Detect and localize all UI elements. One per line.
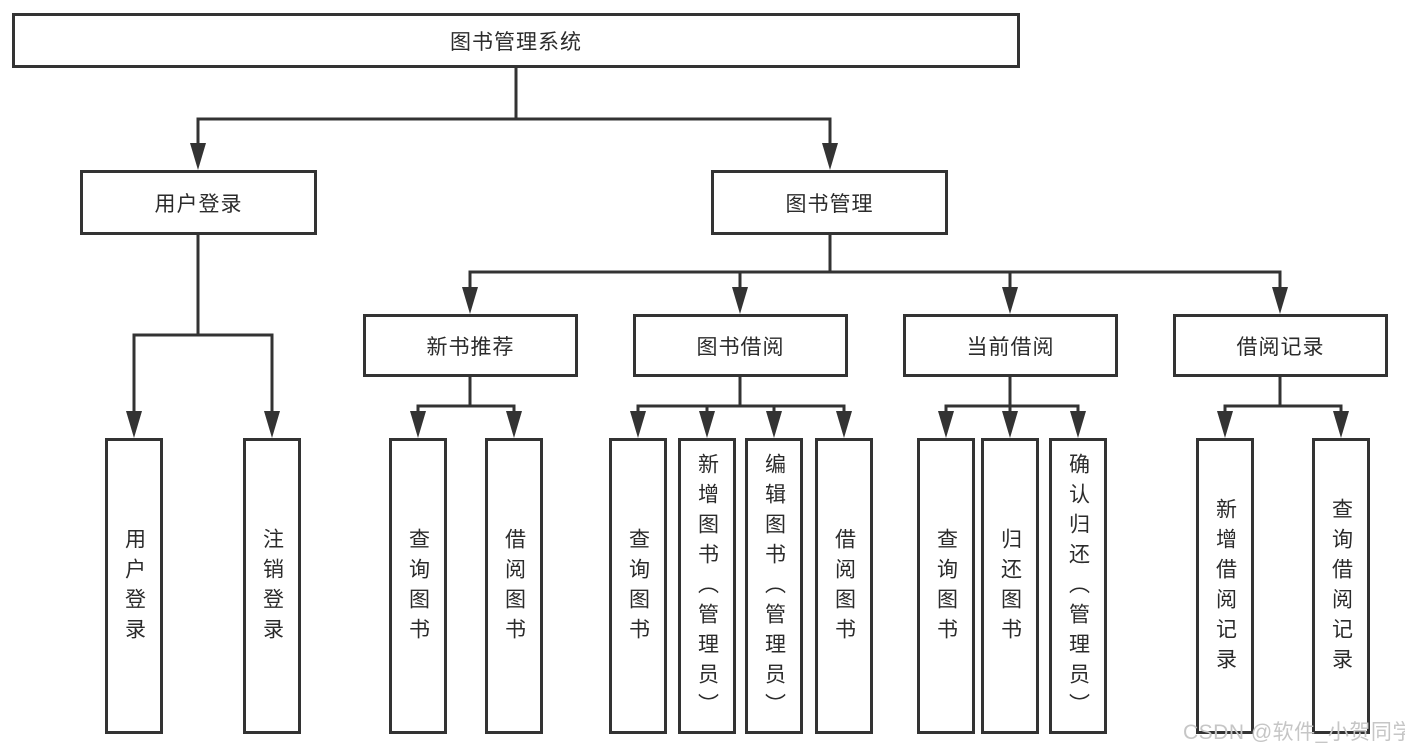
leaf-query-books-current: 查询图书 [917,438,975,734]
leaf-borrow-books-recommend: 借阅图书 [485,438,543,734]
connector-borrowing-to-leaves [636,377,846,416]
node-user-login: 用户登录 [80,170,317,235]
leaf-borrow-books: 借阅图书 [815,438,873,734]
leaf-query-books-borrowing: 查询图书 [609,438,667,734]
connector-records-to-leaves [1223,377,1343,416]
leaf-add-borrow-record: 新增借阅记录 [1196,438,1254,734]
leaf-query-books-recommend: 查询图书 [389,438,447,734]
node-root-system: 图书管理系统 [12,13,1020,68]
leaf-confirm-return-admin: 确认归还（管理员） [1049,438,1107,734]
node-book-management: 图书管理 [711,170,948,235]
node-borrowing-records: 借阅记录 [1173,314,1388,377]
leaf-logout: 注销登录 [243,438,301,734]
leaf-query-borrow-record: 查询借阅记录 [1312,438,1370,734]
node-current-borrowing: 当前借阅 [903,314,1118,377]
connector-bookmgmt-to-level3 [468,235,1282,292]
connector-root-to-level2 [196,68,832,150]
leaf-add-books-admin: 新增图书（管理员） [678,438,736,734]
node-new-book-recommend: 新书推荐 [363,314,578,377]
arrowheads [126,143,1349,438]
leaf-edit-books-admin: 编辑图书（管理员） [745,438,803,734]
leaf-user-login: 用户登录 [105,438,163,734]
connector-current-to-leaves [944,377,1080,416]
connector-newbooks-to-leaves [416,377,516,416]
node-book-borrowing: 图书借阅 [633,314,848,377]
connector-userlogin-to-leaves [132,235,274,416]
watermark: CSDN @软件_小贺同学 [1183,721,1405,744]
leaf-return-books: 归还图书 [981,438,1039,734]
